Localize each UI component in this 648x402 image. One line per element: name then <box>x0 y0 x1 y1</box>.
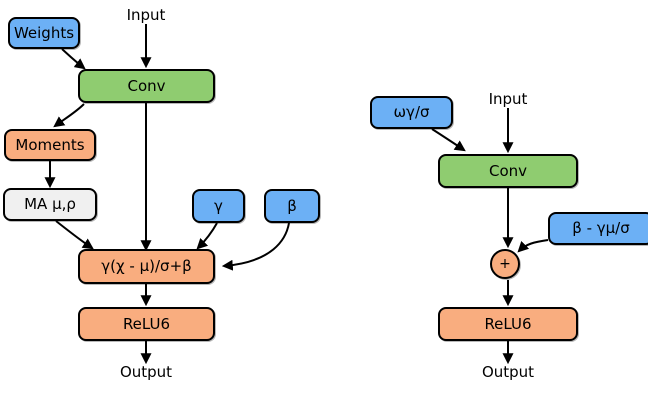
node-batchnorm-formula[interactable]: γ(χ - μ)/σ+β <box>78 249 215 284</box>
left-input-label: Input <box>126 6 166 24</box>
node-weights[interactable]: Weights <box>8 17 80 49</box>
node-relu6-right[interactable]: ReLU6 <box>438 307 578 341</box>
edge-gamma-to-batchnorm <box>196 222 218 250</box>
node-gamma[interactable]: γ <box>192 189 245 223</box>
node-conv-left[interactable]: Conv <box>78 69 215 103</box>
node-beta[interactable]: β <box>264 189 320 223</box>
node-moments[interactable]: Moments <box>4 129 96 161</box>
edge-ma-to-batchnorm <box>55 220 94 250</box>
edge-foldedbias-to-add <box>517 239 549 253</box>
node-add-operator[interactable]: + <box>490 249 520 279</box>
node-relu6-left[interactable]: ReLU6 <box>78 307 215 341</box>
node-scaled-weights[interactable]: ωγ/σ <box>370 96 453 129</box>
node-moving-average[interactable]: MA μ,ρ <box>3 188 97 221</box>
node-conv-right[interactable]: Conv <box>438 154 578 188</box>
right-output-label: Output <box>481 363 535 381</box>
right-input-label: Input <box>488 90 528 108</box>
left-output-label: Output <box>119 363 173 381</box>
edge-conv-to-moments <box>53 103 85 128</box>
edge-beta-to-batchnorm <box>221 222 290 271</box>
edge-scaledweights-to-conv <box>431 128 466 152</box>
edge-weights-to-conv <box>61 48 86 70</box>
node-folded-bias[interactable]: β - γμ/σ <box>548 212 648 245</box>
